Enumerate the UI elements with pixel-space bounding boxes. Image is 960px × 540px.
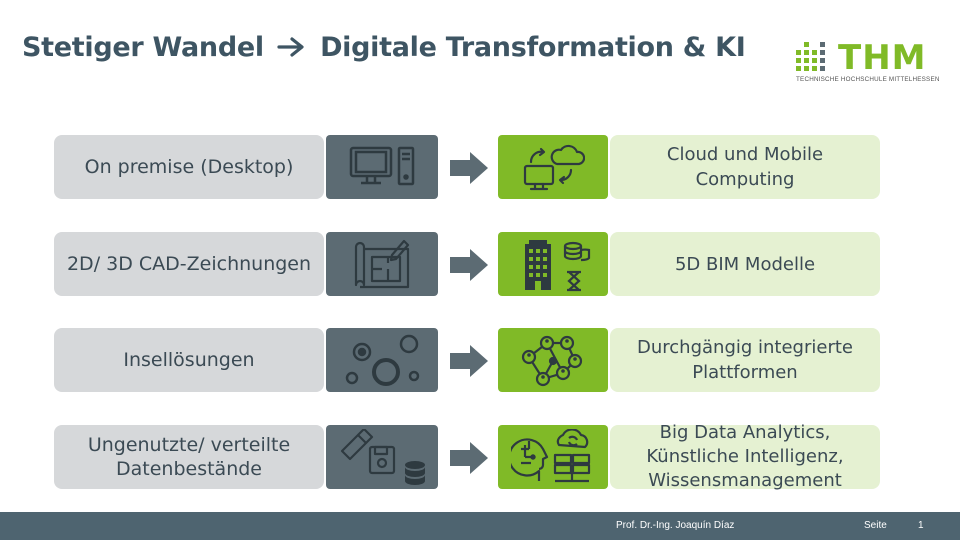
modern-label: Big Data Analytics, Künstliche Intellige… xyxy=(646,422,844,491)
row-2: 2D/ 3D CAD-Zeichnungen xyxy=(0,232,960,296)
isolated-circles-icon xyxy=(326,328,438,392)
title-right: Digitale Transformation & KI xyxy=(320,32,746,63)
slide-title: Stetiger Wandel Digitale Transformation … xyxy=(22,32,746,63)
thm-logo: THM TECHNISCHE HOCHSCHULE MITTELHESSEN xyxy=(796,38,939,86)
ai-head-servers-icon xyxy=(498,425,608,489)
modern-label: Durchgängig integrierte Plattformen xyxy=(637,337,853,383)
building-cost-time-icon xyxy=(498,232,608,296)
logo-subtitle: TECHNISCHE HOCHSCHULE MITTELHESSEN xyxy=(796,76,940,83)
title-left: Stetiger Wandel xyxy=(22,32,264,63)
footer-author: Prof. Dr.-Ing. Joaquín Díaz xyxy=(616,520,735,531)
modern-label: Cloud und Mobile Computing xyxy=(666,144,824,190)
modern-label-box: Cloud und Mobile Computing xyxy=(610,135,880,199)
row-4: Ungenutzte/ verteilte Datenbestände xyxy=(0,422,960,491)
blueprint-icon xyxy=(326,232,438,296)
storage-devices-icon xyxy=(326,425,438,489)
logo-word: THM xyxy=(838,38,927,78)
desktop-computer-icon xyxy=(326,135,438,199)
footer-bar: Prof. Dr.-Ing. Joaquín Díaz Seite 1 xyxy=(0,512,960,540)
footer-page-number: 1 xyxy=(918,520,924,531)
cloud-sync-icon xyxy=(498,135,608,199)
chevron-arrow-icon xyxy=(450,345,488,377)
legacy-label-box: Ungenutzte/ verteilte Datenbestände xyxy=(54,425,324,489)
legacy-label-box: On premise (Desktop) xyxy=(54,135,324,199)
arrow-right-icon xyxy=(277,37,304,57)
modern-label-box: 5D BIM Modelle xyxy=(610,232,880,296)
legacy-label: Insellösungen xyxy=(123,349,255,371)
row-3: Insellösungen xyxy=(0,328,960,392)
thm-logo-mark-icon xyxy=(796,42,825,71)
modern-label-box: Big Data Analytics, Künstliche Intellige… xyxy=(610,422,880,491)
footer-page-label: Seite xyxy=(864,520,887,531)
chevron-arrow-icon xyxy=(450,442,488,474)
legacy-label: 2D/ 3D CAD-Zeichnungen xyxy=(66,253,312,275)
chevron-arrow-icon xyxy=(450,152,488,184)
modern-label: 5D BIM Modelle xyxy=(674,253,816,275)
legacy-label-box: Insellösungen xyxy=(54,328,324,392)
chevron-arrow-icon xyxy=(450,249,488,281)
modern-label-box: Durchgängig integrierte Plattformen xyxy=(610,328,880,392)
legacy-label-box: 2D/ 3D CAD-Zeichnungen xyxy=(54,232,324,296)
people-network-icon xyxy=(498,328,608,392)
legacy-label: On premise (Desktop) xyxy=(84,156,294,178)
row-1: On premise (Desktop) Cloud u xyxy=(0,135,960,199)
legacy-label: Ungenutzte/ verteilte Datenbestände xyxy=(87,434,291,480)
